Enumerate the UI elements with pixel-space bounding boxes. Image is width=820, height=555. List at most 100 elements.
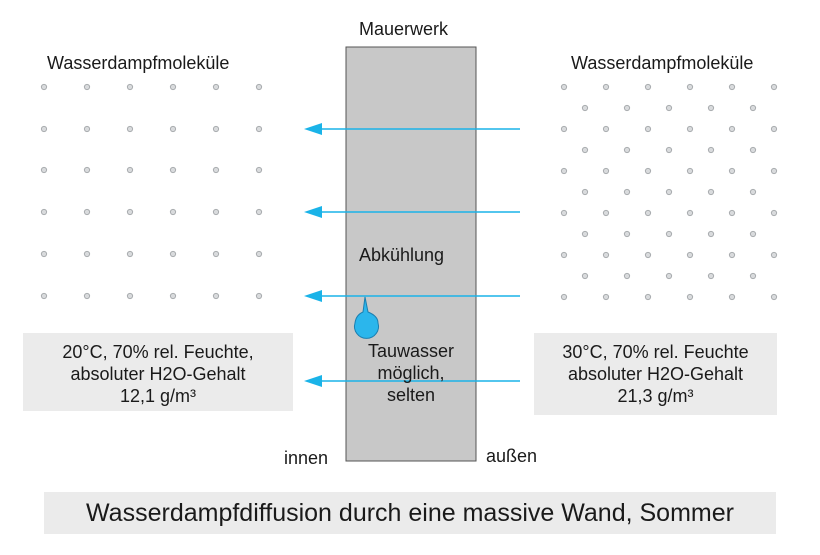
water-vapor-molecule [665,188,673,196]
water-vapor-molecule [770,167,778,175]
molecules-left [40,83,263,300]
conditions-box-right: 30°C, 70% rel. Feuchte absoluter H2O-Geh… [534,333,777,415]
water-vapor-molecule [255,166,263,174]
water-vapor-molecule [749,146,757,154]
water-vapor-molecule [169,83,177,91]
water-vapor-molecule [212,250,220,258]
water-vapor-molecule [126,250,134,258]
water-vapor-molecule [40,125,48,133]
water-vapor-molecule [126,83,134,91]
water-vapor-molecule [169,250,177,258]
water-vapor-molecule [560,83,568,91]
water-vapor-molecule [83,83,91,91]
water-vapor-molecule [686,167,694,175]
water-vapor-molecule [581,230,589,238]
water-vapor-molecule [560,251,568,259]
water-vapor-molecule [40,292,48,300]
water-vapor-molecule [602,293,610,301]
condensate-line-1: Tauwasser [367,341,455,361]
wall-title: Mauerwerk [359,19,449,39]
conditions-right-line-2: absoluter H2O-Gehalt [567,364,744,384]
arrowhead-icon [304,206,322,218]
water-vapor-molecule [770,293,778,301]
condensate-note: Tauwasser möglich, selten [356,340,466,406]
water-vapor-molecule [602,251,610,259]
molecules-label-right: Wasserdampfmoleküle [571,53,754,73]
water-vapor-molecule [686,209,694,217]
water-vapor-molecule [255,250,263,258]
water-vapor-molecule [212,292,220,300]
water-vapor-molecule [728,209,736,217]
water-vapor-molecule [126,292,134,300]
arrowhead-icon [304,290,322,302]
water-vapor-molecule [665,272,673,280]
water-vapor-molecule [749,272,757,280]
water-vapor-molecule [644,167,652,175]
water-vapor-molecule [707,104,715,112]
diagram-caption: Wasserdampfdiffusion durch eine massive … [44,492,776,534]
masonry-wall [345,46,477,462]
water-vapor-molecule [581,272,589,280]
arrowhead-icon [304,375,322,387]
water-vapor-molecule [644,293,652,301]
water-vapor-molecule [212,208,220,216]
cooling-label: Abkühlung [359,245,445,265]
water-vapor-molecule [83,208,91,216]
water-vapor-molecule [623,104,631,112]
side-label-outside: außen [486,446,538,466]
water-vapor-molecule [665,230,673,238]
water-vapor-molecule [212,125,220,133]
condensate-line-3: selten [386,385,436,405]
water-vapor-molecule [255,83,263,91]
water-vapor-molecule [169,125,177,133]
water-vapor-molecule [560,293,568,301]
water-vapor-molecule [126,208,134,216]
water-vapor-molecule [623,272,631,280]
water-vapor-molecule [623,146,631,154]
water-vapor-molecule [770,125,778,133]
water-vapor-molecule [686,293,694,301]
water-vapor-molecule [686,251,694,259]
side-label-inside: innen [284,448,329,468]
water-vapor-molecule [728,83,736,91]
water-vapor-molecule [728,125,736,133]
water-vapor-molecule [644,83,652,91]
water-vapor-molecule [169,292,177,300]
conditions-left-line-2: absoluter H2O-Gehalt [70,364,246,384]
diffusion-arrows [304,123,520,387]
water-vapor-molecule [83,166,91,174]
water-vapor-molecule [212,83,220,91]
water-droplet-icon [354,296,379,339]
water-vapor-molecule [749,230,757,238]
water-vapor-molecule [40,166,48,174]
water-vapor-molecule [40,208,48,216]
water-vapor-molecule [623,188,631,196]
water-vapor-molecule [623,230,631,238]
water-vapor-molecule [83,250,91,258]
conditions-box-left: 20°C, 70% rel. Feuchte, absoluter H2O-Ge… [23,333,293,411]
water-vapor-molecule [602,209,610,217]
water-vapor-molecule [686,83,694,91]
water-vapor-molecule [728,251,736,259]
conditions-left-line-1: 20°C, 70% rel. Feuchte, [62,342,254,362]
molecules-right [560,83,778,301]
conditions-left-line-3: 12,1 g/m³ [119,386,197,406]
water-vapor-molecule [707,146,715,154]
water-vapor-molecule [728,167,736,175]
water-vapor-molecule [40,250,48,258]
water-vapor-molecule [126,125,134,133]
water-vapor-molecule [83,292,91,300]
water-vapor-molecule [255,292,263,300]
water-vapor-molecule [560,167,568,175]
water-vapor-molecule [686,125,694,133]
conditions-right-line-1: 30°C, 70% rel. Feuchte [562,342,749,362]
water-vapor-molecule [707,230,715,238]
water-vapor-molecule [581,104,589,112]
water-vapor-molecule [665,146,673,154]
water-vapor-molecule [749,188,757,196]
water-vapor-molecule [644,125,652,133]
water-vapor-molecule [770,83,778,91]
water-vapor-molecule [83,125,91,133]
water-vapor-molecule [169,166,177,174]
